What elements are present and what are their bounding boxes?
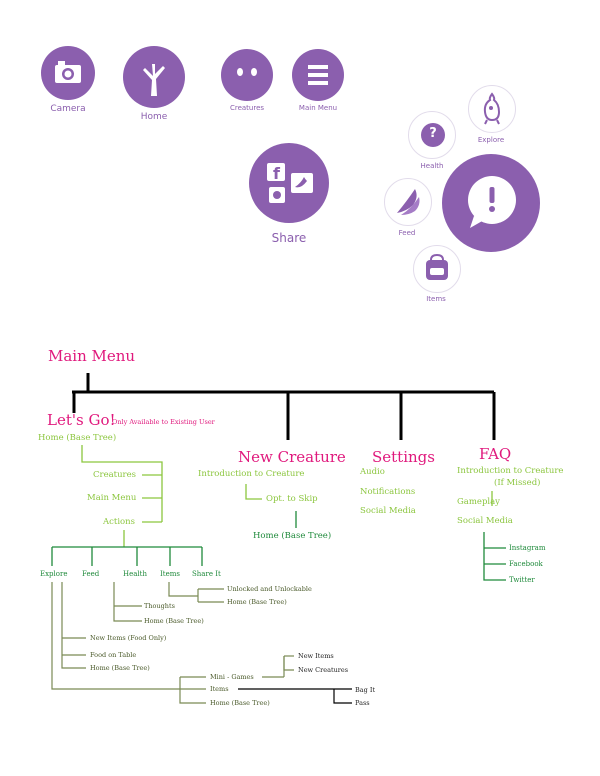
feed-food-on-table: Food on Table bbox=[90, 651, 137, 659]
share-unlocked: Unlocked and Unlockable bbox=[227, 585, 312, 593]
faq-facebook: Facebook bbox=[509, 560, 543, 568]
explore-label: Explore bbox=[477, 136, 505, 144]
faq-twitter: Twitter bbox=[509, 576, 535, 584]
faq-if-missed: (If Missed) bbox=[494, 478, 541, 488]
creatures-label: Creatures bbox=[229, 104, 265, 112]
faq-heading: FAQ bbox=[479, 445, 512, 463]
faq-instagram: Instagram bbox=[509, 544, 546, 552]
lets-go-note: Only Available to Existing User bbox=[112, 418, 215, 426]
banana-icon bbox=[397, 189, 420, 215]
main-menu-button[interactable] bbox=[292, 49, 344, 101]
explore-creature-icon bbox=[483, 92, 501, 125]
faq-social-media: Social Media bbox=[457, 516, 513, 526]
action-share-it: Share It bbox=[192, 570, 221, 578]
home-button[interactable] bbox=[123, 46, 185, 108]
lets-go-home-base: Home (Base Tree) bbox=[38, 433, 117, 443]
faq-gameplay: Gameplay bbox=[457, 497, 500, 507]
health-button[interactable]: ? bbox=[408, 111, 456, 159]
main-menu-label: Main Menu bbox=[298, 104, 338, 112]
share-home-base: Home (Base Tree) bbox=[227, 598, 287, 606]
new-creature-heading: New Creature bbox=[238, 448, 346, 466]
feed-button[interactable] bbox=[384, 178, 432, 226]
home-label: Home bbox=[140, 112, 168, 122]
settings-social-media: Social Media bbox=[360, 506, 416, 516]
camera-label: Camera bbox=[50, 104, 86, 114]
action-explore: Explore bbox=[40, 570, 68, 578]
backpack-icon bbox=[426, 253, 448, 280]
speech-bubble-icon bbox=[468, 176, 516, 228]
new-creature-home-base: Home (Base Tree) bbox=[253, 531, 332, 541]
hamburger-icon bbox=[308, 65, 328, 85]
settings-notifications: Notifications bbox=[360, 487, 416, 497]
node-creatures: Creatures bbox=[93, 470, 137, 480]
health-home-base: Home (Base Tree) bbox=[144, 617, 204, 625]
explore-home-base: Home (Base Tree) bbox=[210, 699, 270, 707]
health-icon: ? bbox=[421, 123, 445, 147]
items-button[interactable] bbox=[413, 245, 461, 293]
camera-button[interactable] bbox=[41, 46, 95, 100]
items-label: Items bbox=[426, 295, 446, 303]
mini-new-items: New Items bbox=[298, 652, 334, 660]
node-actions: Actions bbox=[103, 517, 135, 527]
root-main-menu: Main Menu bbox=[48, 347, 136, 365]
settings-heading: Settings bbox=[372, 448, 435, 466]
actions-hub-button[interactable] bbox=[442, 154, 540, 252]
action-health: Health bbox=[123, 570, 147, 578]
svg-text:f: f bbox=[273, 164, 281, 183]
explore-button[interactable] bbox=[468, 85, 516, 133]
camera-icon bbox=[55, 61, 81, 83]
settings-audio: Audio bbox=[360, 467, 385, 477]
health-thoughts: Thoughts bbox=[144, 602, 175, 610]
action-feed: Feed bbox=[82, 570, 100, 578]
explore-mini-games: Mini - Games bbox=[210, 673, 254, 681]
social-share-icon: f bbox=[267, 163, 313, 203]
action-items: Items bbox=[160, 570, 180, 578]
items-bag-it: Bag It bbox=[355, 686, 376, 694]
mini-new-creatures: New Creatures bbox=[298, 666, 349, 674]
new-creature-opt-skip: Opt. to Skip bbox=[266, 494, 318, 504]
share-button[interactable]: f bbox=[249, 143, 329, 223]
node-main-menu: Main Menu bbox=[87, 493, 137, 503]
feed-label: Feed bbox=[398, 229, 416, 237]
new-creature-intro: Introduction to Creature bbox=[198, 469, 305, 479]
items-pass: Pass bbox=[355, 699, 370, 707]
explore-items: Items bbox=[210, 685, 229, 693]
creature-face-icon bbox=[237, 68, 257, 76]
health-label: Health bbox=[420, 162, 444, 170]
faq-intro: Introduction to Creature bbox=[457, 466, 564, 476]
creatures-button[interactable] bbox=[221, 49, 273, 101]
share-label: Share bbox=[271, 231, 307, 245]
tree-icon bbox=[143, 64, 165, 96]
lets-go-heading: Let's Go! bbox=[47, 411, 116, 429]
feed-new-items: New Items (Food Only) bbox=[90, 634, 167, 642]
feed-home-base: Home (Base Tree) bbox=[90, 664, 150, 672]
